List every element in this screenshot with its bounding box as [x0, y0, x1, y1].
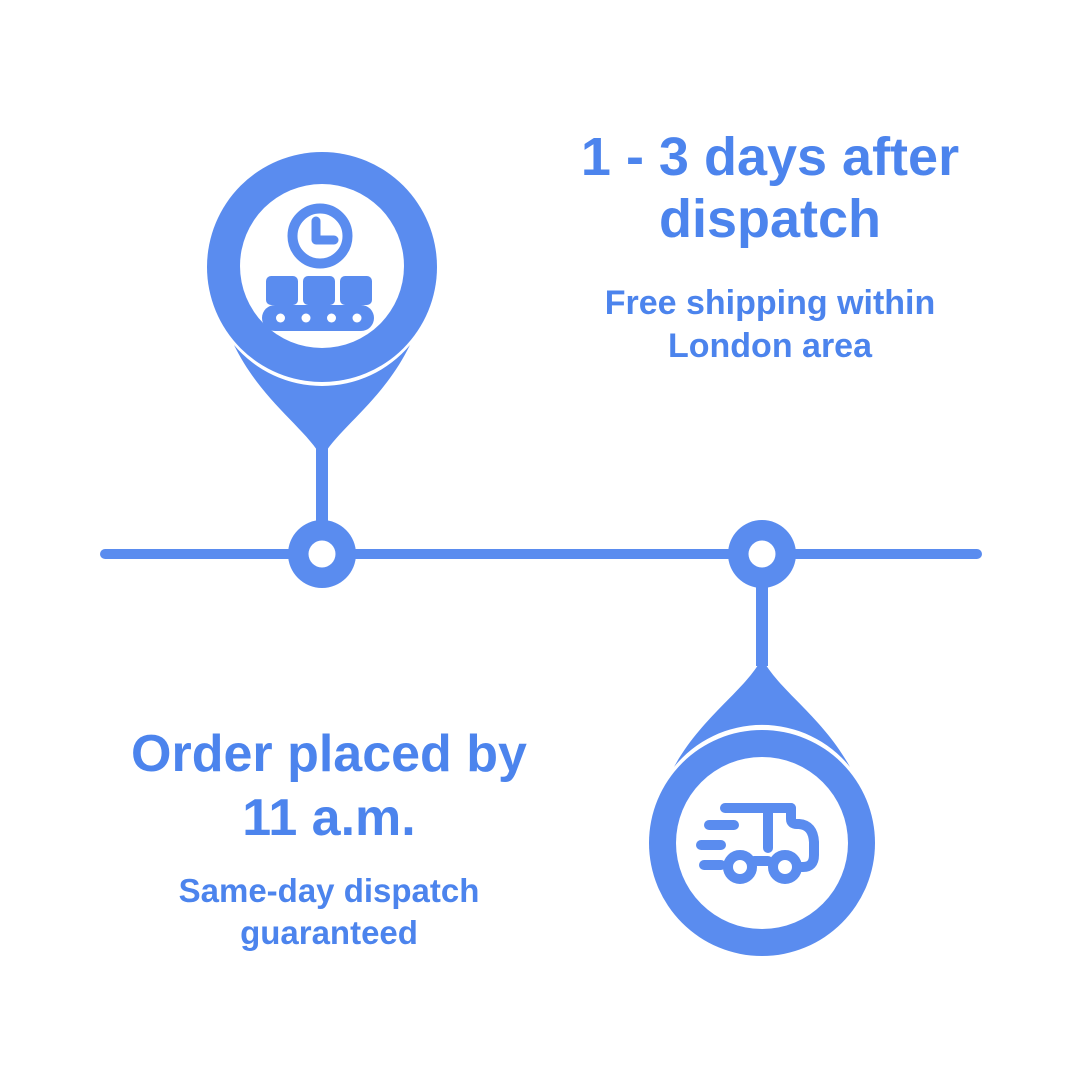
connector-stem-top [316, 448, 328, 530]
truck-wheel [768, 850, 802, 884]
conveyor-roller [327, 313, 336, 323]
clock-hands [311, 216, 339, 245]
delivery-truck-icon [696, 803, 819, 884]
subheading-line: Free shipping within [604, 284, 936, 322]
pin-inner-disc [676, 757, 848, 929]
delivery-heading: 1 - 3 days after dispatch [545, 126, 995, 250]
pin-tail [234, 345, 410, 458]
heading-line: 1 - 3 days after [580, 127, 960, 187]
node-hole [748, 540, 776, 568]
subheading-line: London area [667, 327, 873, 365]
heading-line: Order placed by [131, 725, 527, 783]
conveyor-roller [301, 313, 311, 323]
heading-line: 11 a.m. [242, 789, 416, 847]
clock-face [287, 203, 353, 269]
package-box [340, 276, 372, 305]
truck-cab [786, 803, 819, 872]
delivery-subheading: Free shipping within London area [545, 282, 995, 368]
origin-pin [207, 152, 437, 458]
conveyor-roller [276, 313, 285, 323]
conveyor-roller [352, 313, 362, 323]
truck-wheel [723, 850, 757, 884]
subheading-line: Same-day dispatch [178, 872, 480, 909]
package-box [303, 276, 335, 305]
order-heading: Order placed by 11 a.m. [103, 722, 555, 850]
package-box [266, 276, 298, 305]
timeline-node-right [728, 520, 796, 588]
pin-tail [674, 658, 850, 767]
conveyor-belt [262, 305, 374, 331]
node-hole [308, 540, 336, 568]
subheading-line: guaranteed [240, 914, 418, 951]
clock-conveyor-icon [262, 203, 374, 331]
timeline-node-left [288, 520, 356, 588]
delivery-pin [649, 658, 875, 956]
heading-line: dispatch [658, 189, 882, 249]
order-subheading: Same-day dispatch guaranteed [103, 870, 555, 954]
